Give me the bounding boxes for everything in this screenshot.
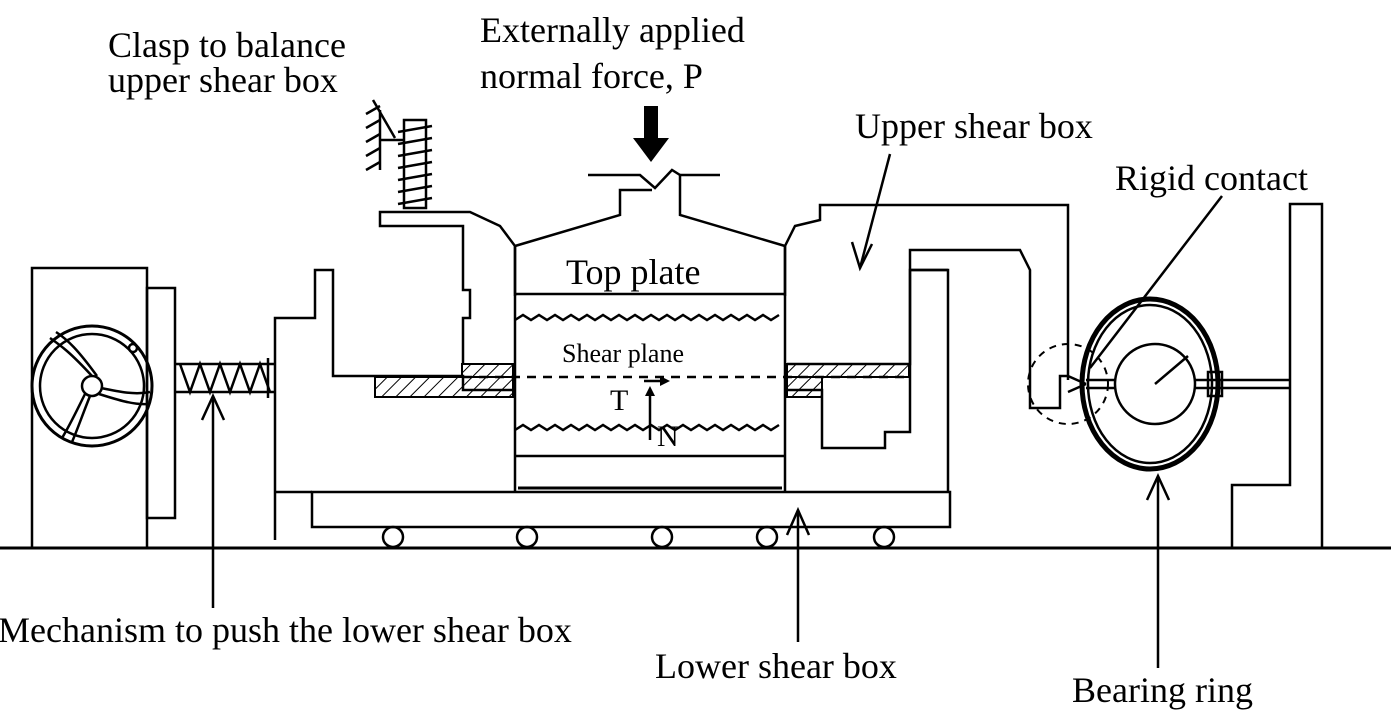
hatched-ring-right-upper xyxy=(786,363,910,378)
clasp-label-line2: upper shear box xyxy=(108,60,338,100)
push-spring xyxy=(175,358,275,398)
force-label-line2: normal force, P xyxy=(480,56,703,96)
shear-plane-label: Shear plane xyxy=(562,339,684,368)
rollers xyxy=(381,525,896,549)
hatched-ring-right xyxy=(786,376,823,398)
lower-shear-box-label: Lower shear box xyxy=(655,646,897,686)
normal-force-arrow xyxy=(633,106,669,162)
soil-specimen xyxy=(513,246,787,492)
rigid-contact-label: Rigid contact xyxy=(1115,158,1308,198)
left-drive-housing xyxy=(30,266,177,550)
mechanism-label: Mechanism to push the lower shear box xyxy=(0,610,572,650)
force-label-line1: Externally applied xyxy=(480,10,745,50)
pointer-lines xyxy=(200,99,1223,668)
clasp-spring xyxy=(365,104,433,210)
clasp-label-line1: Clasp to balance xyxy=(108,25,346,65)
hatched-ring-left-upper xyxy=(461,363,514,378)
carriage-base xyxy=(310,490,952,529)
n-label: N xyxy=(657,420,679,453)
hatched-ring-left xyxy=(374,376,514,398)
t-n-arrows xyxy=(644,376,670,440)
top-plate-label: Top plate xyxy=(566,252,700,292)
bearing-ring xyxy=(1079,296,1290,472)
loading-cap xyxy=(514,168,786,248)
right-fixed-post xyxy=(1230,202,1324,548)
upper-shear-box-label: Upper shear box xyxy=(855,106,1093,146)
bearing-ring-label: Bearing ring xyxy=(1072,670,1253,710)
t-label: T xyxy=(610,384,628,417)
hand-wheel xyxy=(30,324,154,448)
